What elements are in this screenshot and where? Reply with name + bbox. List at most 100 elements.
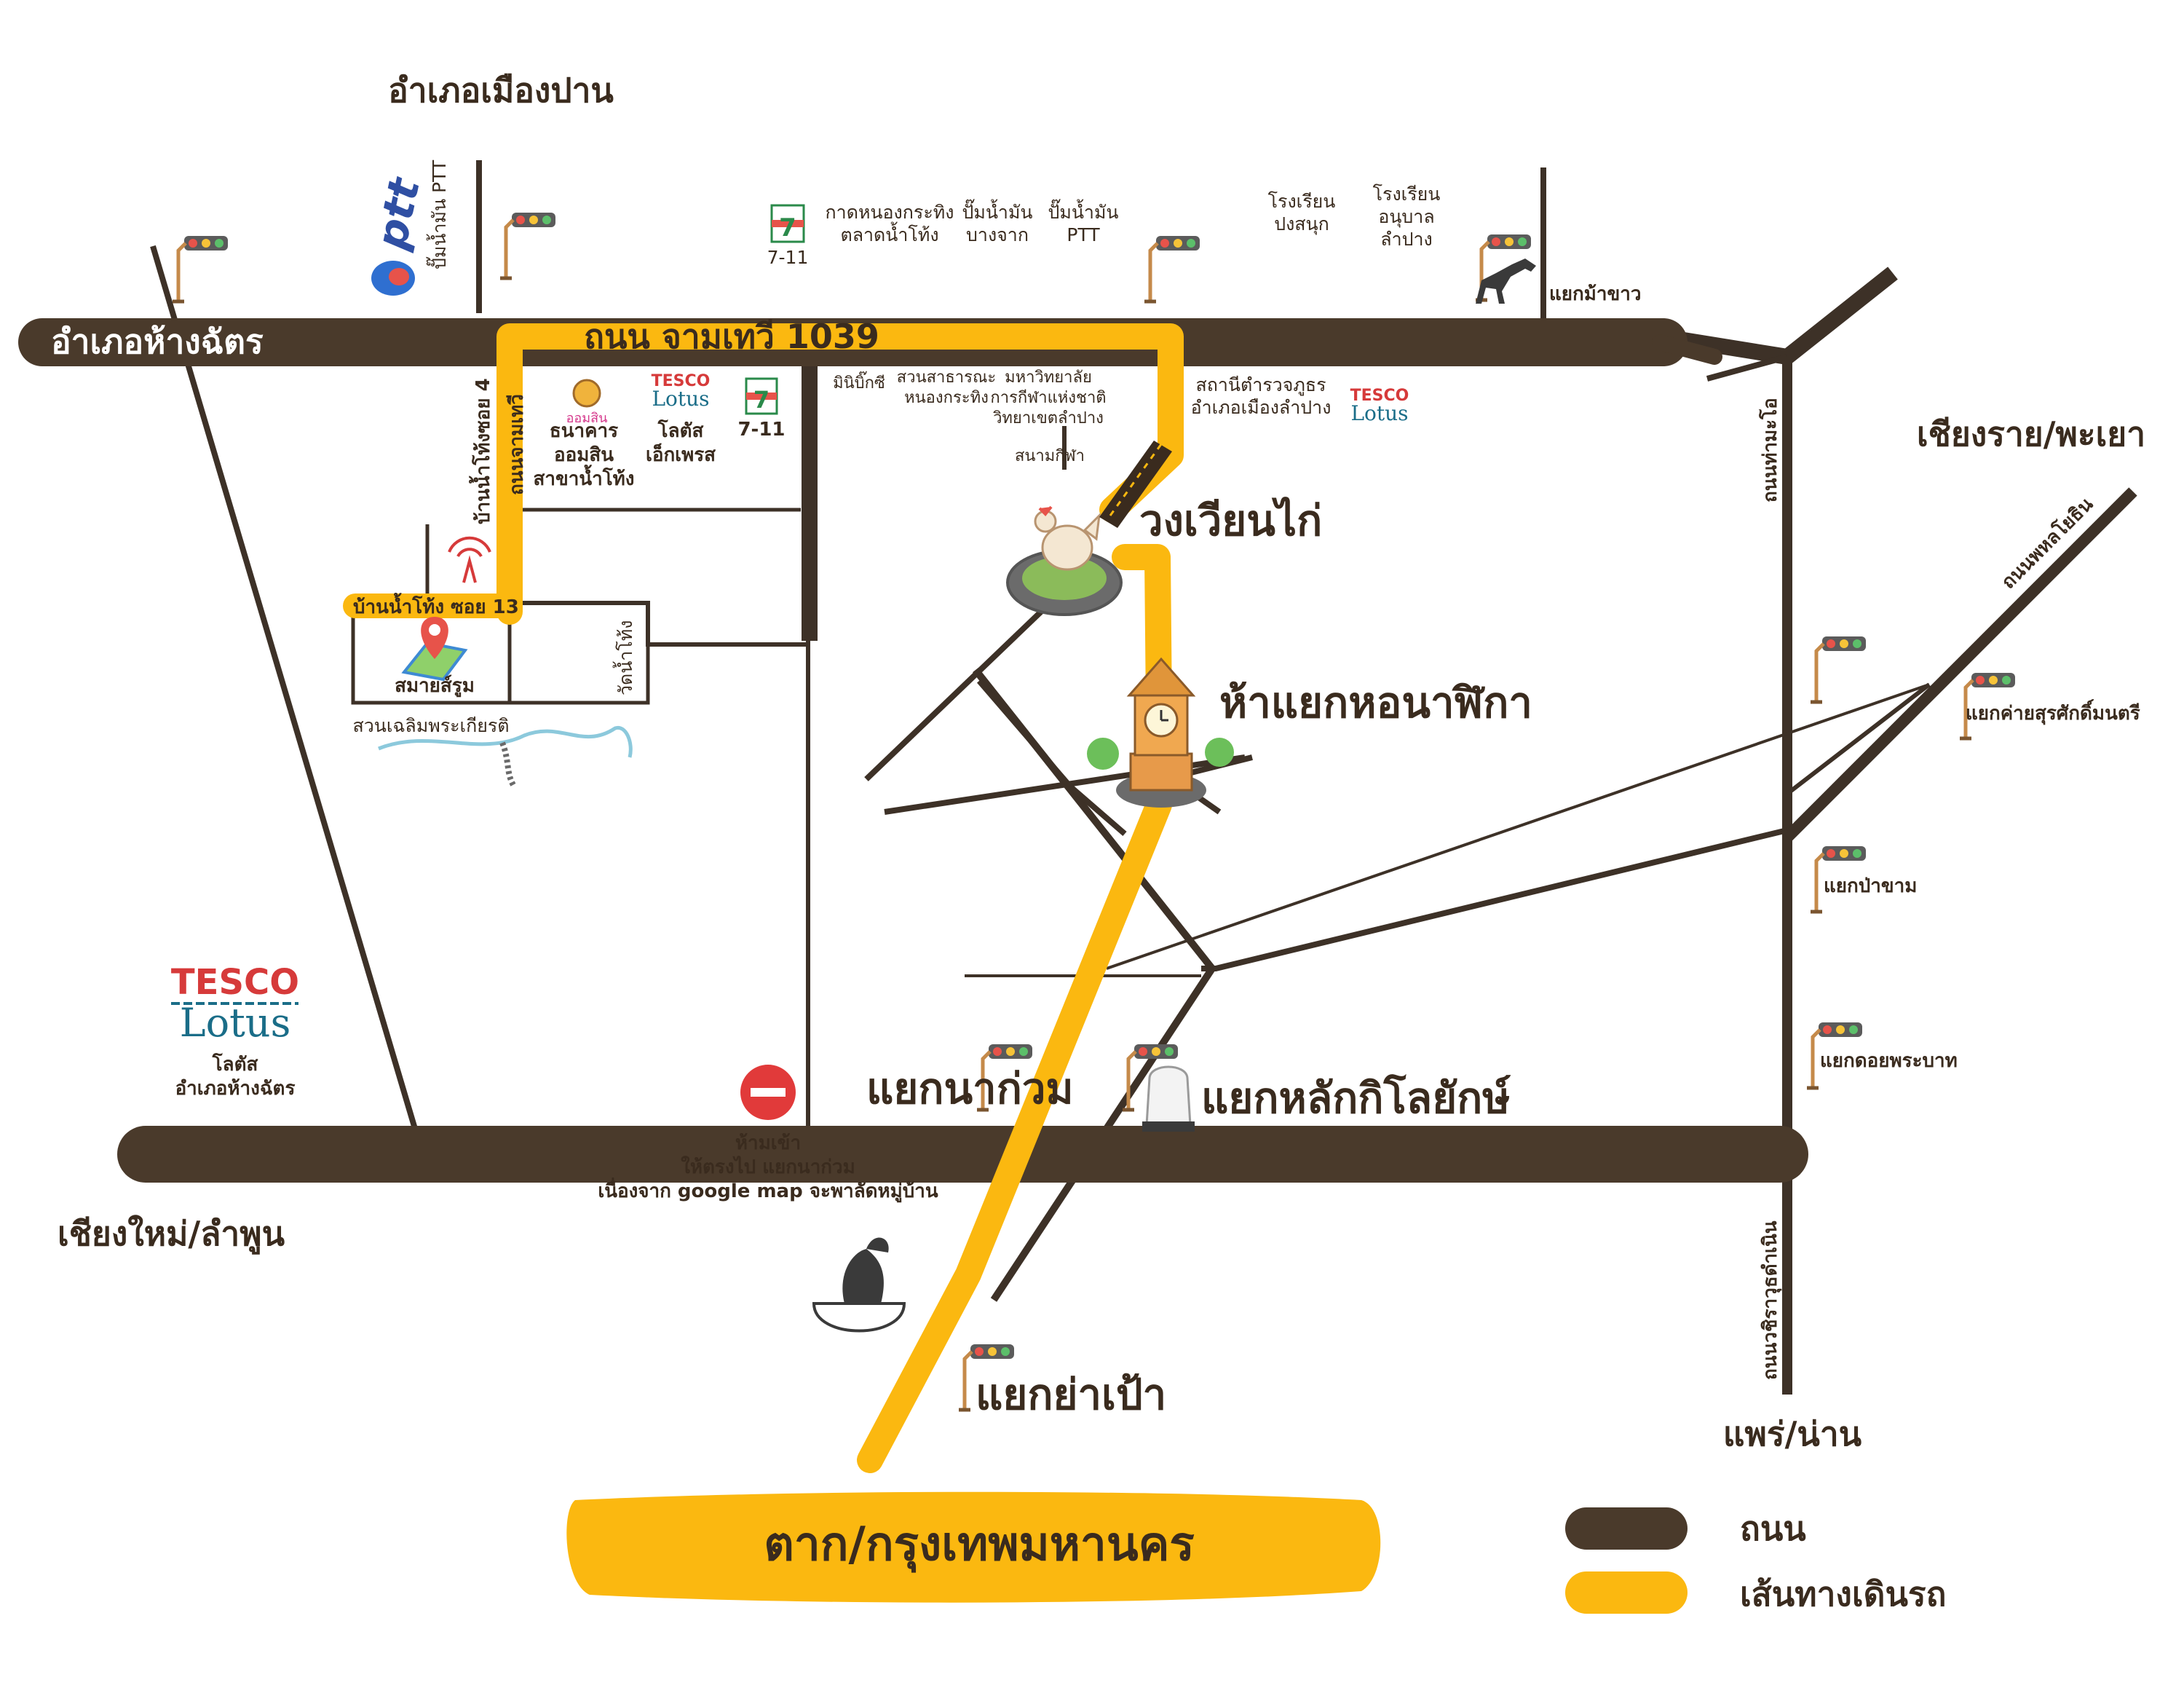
label-bang-jak: ปั๊มน้ำมันบางจาก bbox=[962, 199, 1032, 245]
label-sports-university: มหาวิทยาลัยการกีฬาแห่งชาติวิทยาเขตลำปาง bbox=[990, 368, 1106, 427]
road-soi13-loop bbox=[351, 610, 650, 705]
tesco-lotus-logo-icon: TESCO Lotus bbox=[171, 962, 299, 1046]
railway-icon bbox=[1099, 441, 1172, 528]
label-junction-ya-pao: แยกย่าเป้า bbox=[976, 1370, 1166, 1419]
label-lotus-express: โลตัสเอ็กเพรส bbox=[646, 419, 716, 466]
label-chiang-rai-phayao: เชียงราย/พะเยา bbox=[1917, 414, 2145, 454]
label-tak-bangkok: ตาก/กรุงเทพมหานคร bbox=[764, 1518, 1195, 1573]
seven-eleven-icon: 7 bbox=[770, 204, 805, 243]
traffic-light-icon bbox=[500, 213, 555, 280]
road-clock-nw bbox=[976, 679, 1127, 837]
label-mini-big-c: มินิบิ๊กซี bbox=[833, 371, 885, 393]
label-police-station: สถานีตำรวจภูธรอำเภอเมืองลำปาง bbox=[1191, 374, 1332, 418]
label-junction-na-kuam: แยกนาก่วม bbox=[866, 1064, 1074, 1113]
label-market: กาดหนองกระทิงตลาดน้ำโท้ง bbox=[826, 202, 954, 245]
legend: ถนน เส้นทางเดินรถ bbox=[1565, 1507, 1946, 1614]
milestone-icon bbox=[1142, 1065, 1195, 1132]
label-market-text: กาดหนองกระทิงตลาดน้ำโท้ง bbox=[826, 202, 954, 245]
label-junction-chicken-circle: วงเวียนไก่ bbox=[1139, 496, 1322, 545]
legend-route-swatch bbox=[1565, 1571, 1688, 1614]
route-south bbox=[857, 792, 1172, 1473]
label-lotus-hang-chat: โลตัสอำเภอห้างฉัตร bbox=[175, 1052, 296, 1100]
label-junction-kai-surasak: แยกค่ายสุรศักดิ์มนตรี bbox=[1966, 698, 2140, 725]
label-road-soi4: บ้านน้ำโท้งซอย 4 bbox=[468, 378, 494, 524]
label-samai-sroom: สมายส์รูม bbox=[395, 674, 475, 698]
label-sports-university-text: มหาวิทยาลัยการกีฬาแห่งชาติวิทยาเขตลำปาง bbox=[990, 368, 1106, 427]
chicken-icon bbox=[1006, 505, 1123, 616]
label-lotus-hang-chat-text: โลตัสอำเภอห้างฉัตร bbox=[175, 1052, 296, 1100]
lotus-logo-mid: Lotus bbox=[652, 387, 709, 411]
thin-road-kai-link bbox=[1786, 682, 1931, 796]
traffic-light-icon bbox=[173, 236, 228, 304]
clock-tower-icon bbox=[1087, 657, 1234, 808]
label-ptt-station: ปั๊มน้ำมัน PTT bbox=[426, 159, 450, 269]
antenna-icon bbox=[448, 536, 491, 583]
label-road-1039: ถนน จามเทวี 1039 bbox=[584, 317, 879, 356]
tak-bangkok-banner bbox=[566, 1491, 1381, 1603]
map-pin-icon bbox=[401, 617, 468, 682]
river-path bbox=[499, 741, 516, 786]
road-1039-east bbox=[1652, 334, 1722, 365]
horse-icon bbox=[1476, 259, 1536, 304]
label-phrae-nan: แพร่/น่าน bbox=[1723, 1414, 1862, 1454]
road-phahonyothin bbox=[1783, 487, 2137, 842]
tesco-logo-bottom: Lotus bbox=[180, 1000, 291, 1046]
label-gsb-text: ธนาคารออมสินสาขาน้ำโท้ง bbox=[533, 420, 634, 490]
lotus-logo-mid-2: Lotus bbox=[1350, 401, 1408, 425]
label-mueang-pan: อำเภอเมืองปาน bbox=[388, 71, 614, 110]
label-road-jammathewi: ถนนจามเทวี bbox=[506, 394, 528, 495]
label-hang-chat: อำเภอห้างฉัตร bbox=[51, 322, 264, 361]
lotus-logo-top-2: TESCO bbox=[1350, 387, 1409, 405]
thin-road-kai bbox=[1106, 683, 1930, 970]
label-school-pong: โรงเรียนปงสนุก bbox=[1268, 191, 1336, 235]
label-chiang-mai-lamphun: เชียงใหม่/ลำพูน bbox=[58, 1214, 285, 1255]
traffic-light-icon bbox=[1144, 236, 1200, 304]
label-park: สวนเฉลิมพระเกียรติ bbox=[352, 715, 509, 736]
road-pa-kham bbox=[1201, 827, 1788, 971]
no-entry-icon bbox=[740, 1065, 796, 1120]
label-bang-jak-text: ปั๊มน้ำมันบางจาก bbox=[962, 199, 1032, 245]
traffic-light-icon bbox=[1123, 1044, 1178, 1112]
gsb-logo-icon: ออมสิน bbox=[566, 379, 608, 426]
traffic-light-icon bbox=[1807, 1022, 1862, 1090]
legend-route-label: เส้นทางเดินรถ bbox=[1740, 1574, 1946, 1614]
river bbox=[378, 725, 633, 758]
traffic-light-icon bbox=[977, 1044, 1032, 1112]
label-junction-pa-kham: แยกป่าขาม bbox=[1824, 875, 1917, 897]
traffic-light-icon bbox=[1811, 636, 1866, 704]
label-school-kinder: โรงเรียนอนุบาลลำปาง bbox=[1373, 184, 1441, 250]
tesco-logo-top: TESCO bbox=[171, 962, 299, 1003]
label-lotus-express-text: โลตัสเอ็กเพรส bbox=[646, 419, 716, 466]
road-circle-sw bbox=[864, 610, 1043, 781]
svg-text:7: 7 bbox=[779, 213, 796, 242]
legend-road-swatch bbox=[1565, 1507, 1688, 1550]
road-makhao-north bbox=[1673, 267, 1898, 366]
label-gsb: ธนาคารออมสินสาขาน้ำโท้ง bbox=[533, 420, 634, 490]
ptt-brand-text: ptt bbox=[366, 173, 430, 254]
legend-road-label: ถนน bbox=[1740, 1509, 1806, 1548]
route bbox=[343, 323, 1381, 1603]
label-stadium: สนามกีฬา bbox=[1015, 447, 1085, 465]
svg-text:7: 7 bbox=[753, 386, 769, 414]
traffic-lights bbox=[173, 213, 2015, 1412]
label-road-watcharatamnan: ถนนวชิราวุธดำเนิน bbox=[1760, 1220, 1782, 1380]
label-public-park: สวนสาธารณะหนองกระทิง bbox=[897, 368, 996, 407]
label-police-station-text: สถานีตำรวจภูธรอำเภอเมืองลำปาง bbox=[1191, 374, 1332, 418]
lotus-express-logo-icon: TESCO Lotus TESCO Lotus bbox=[652, 372, 1409, 425]
thin-road-makhao-link bbox=[1706, 354, 1789, 382]
thin-road-hangchat-diagonal bbox=[150, 245, 418, 1130]
traffic-light-icon bbox=[1811, 846, 1866, 914]
label-no-entry-text: ห้ามเข้าให้ตรงไป แยกนาก่วมเนื่องจาก goog… bbox=[598, 1132, 938, 1203]
traffic-light-icon bbox=[1960, 673, 2015, 741]
label-road-soi13: บ้านน้ำโท้ง ซอย 13 bbox=[353, 592, 519, 618]
seven-eleven-icon: 7 bbox=[745, 377, 778, 415]
lotus-logo-top: TESCO bbox=[652, 372, 711, 390]
gsb-logo-text: ออมสิน bbox=[566, 411, 608, 426]
label-seven-eleven-1: 7-11 bbox=[767, 247, 809, 268]
label-public-park-text: สวนสาธารณะหนองกระทิง bbox=[897, 368, 996, 407]
label-road-wat-nam-kho: วัดน้ำโท้ง bbox=[612, 620, 636, 695]
